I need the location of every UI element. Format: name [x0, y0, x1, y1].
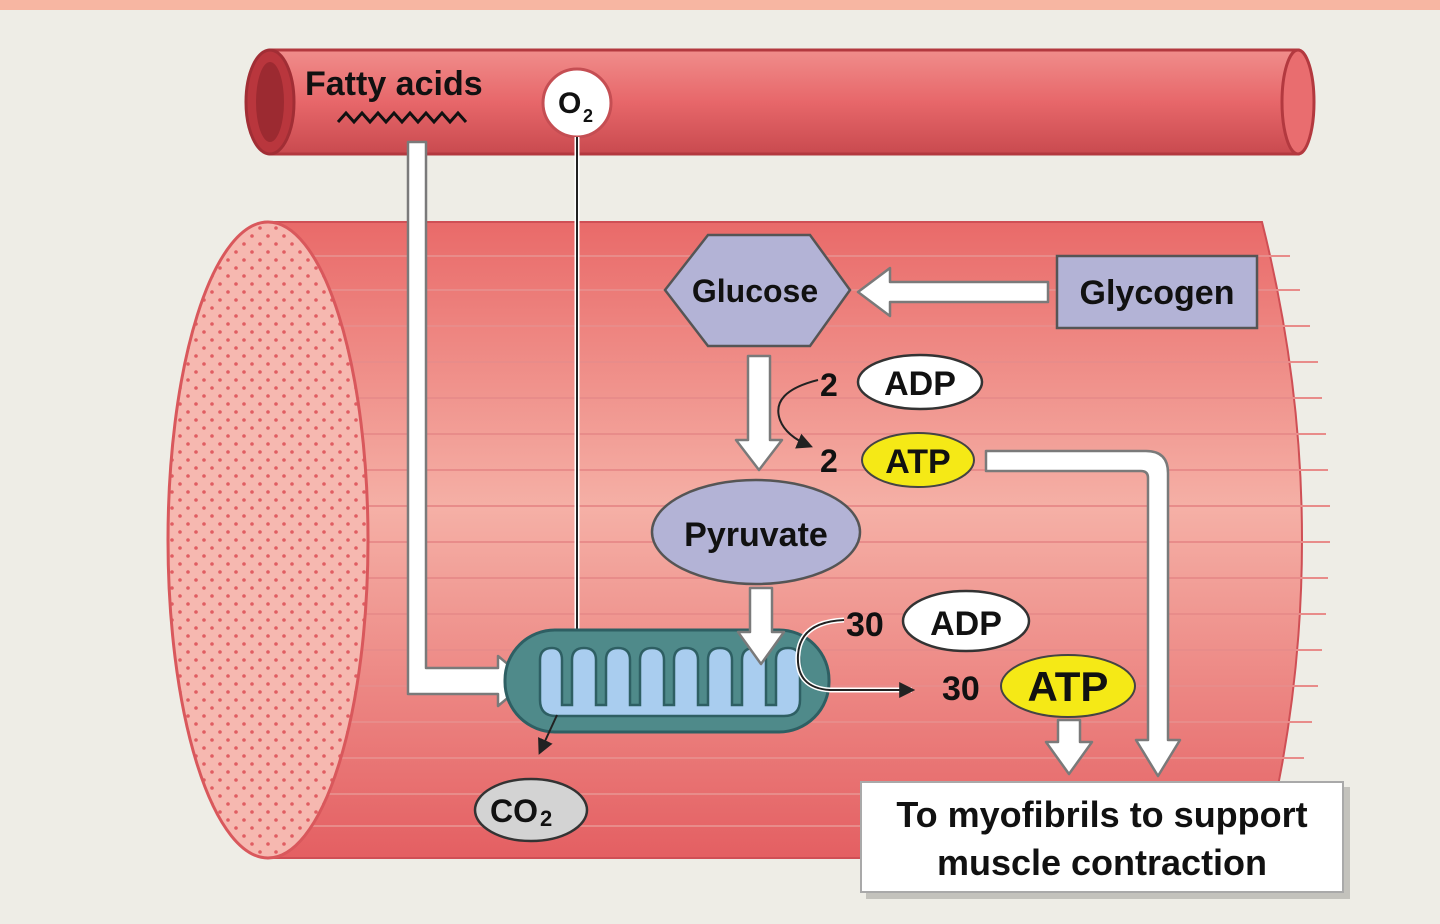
adp-small-label: ADP: [884, 365, 956, 403]
caption-line-2: muscle contraction: [936, 842, 1268, 883]
co2-arrow: [538, 714, 558, 755]
pyruvate-to-mitochondrion-arrow: [736, 586, 786, 666]
atp-small-to-myofibrils-arrow: [984, 449, 1182, 778]
atp-large-count: 30: [942, 670, 980, 708]
adp-large-label: ADP: [930, 605, 1002, 643]
fiber-cross-section: [166, 220, 370, 860]
glucose-to-pyruvate-arrow: [734, 354, 784, 472]
glycogen-node: Glycogen: [1055, 254, 1259, 330]
glycogen-label: Glycogen: [1080, 274, 1235, 312]
myofibrils-caption: To myofibrils to support muscle contract…: [860, 781, 1344, 893]
atp-small-count: 2: [820, 443, 838, 479]
oxygen-label: O: [558, 87, 581, 120]
pyruvate-label: Pyruvate: [684, 516, 828, 554]
pyruvate-node: Pyruvate: [650, 478, 862, 586]
caption-line-1: To myofibrils to support: [896, 794, 1308, 835]
adp-to-atp-small-arrow: [777, 379, 819, 449]
fatty-acid-chain-icon: [336, 110, 468, 125]
glucose-label: Glucose: [692, 273, 818, 309]
adp-small: ADP: [856, 353, 984, 411]
co2-label: CO: [490, 793, 538, 829]
blood-vessel: [244, 48, 1316, 156]
glycogen-to-glucose-arrow: [856, 266, 1050, 318]
oxygen-molecule: O 2: [541, 67, 613, 139]
glucose-node: Glucose: [663, 233, 852, 348]
adp-large-count: 30: [846, 606, 884, 644]
mitochondrion: [503, 628, 831, 734]
co2-molecule: CO 2: [473, 777, 589, 843]
adp-large: ADP: [901, 589, 1031, 653]
atp-small: ATP: [861, 432, 975, 488]
oxygen-subscript: 2: [583, 106, 593, 126]
atp-large-label: ATP: [1028, 663, 1109, 710]
adp-small-count: 2: [820, 367, 838, 403]
adp-to-atp-large-arrow: [796, 619, 916, 698]
co2-subscript: 2: [540, 806, 552, 831]
atp-small-label: ATP: [885, 443, 950, 481]
atp-large-to-myofibrils-arrow: [1044, 718, 1094, 776]
atp-large: ATP: [1000, 654, 1136, 718]
fatty-acids-label: Fatty acids: [305, 65, 483, 103]
top-band: [0, 0, 1440, 10]
